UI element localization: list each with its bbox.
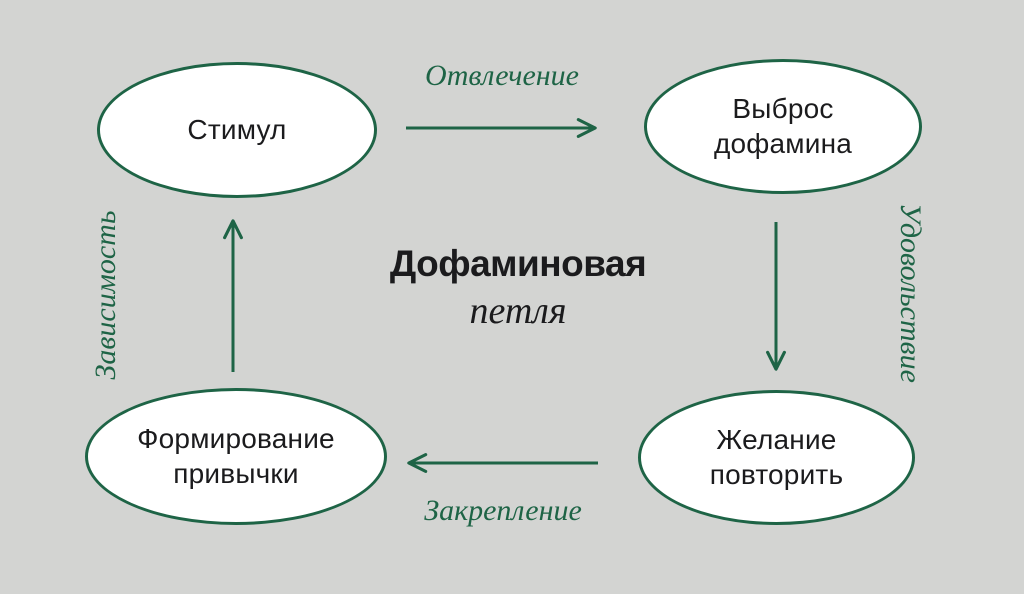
node-stimulus: Стимул <box>97 62 377 198</box>
node-dopamine-release-label: Выброс дофамина <box>713 93 853 159</box>
edge-label-distraction: Отвлечение <box>425 59 579 92</box>
node-habit-formation: Формирование привычки <box>85 388 387 525</box>
node-dopamine-release: Выброс дофамина <box>644 59 922 194</box>
edge-label-pleasure: Удовольствие <box>894 203 927 383</box>
node-desire-to-repeat: Желание повторить <box>638 390 915 525</box>
node-desire-to-repeat-label: Желание повторить <box>709 424 844 490</box>
diagram-title-line1: Дофаминовая <box>389 243 647 284</box>
node-stimulus-label: Стимул <box>187 113 287 145</box>
diagram-title: Дофаминовая петля <box>358 243 678 333</box>
edge-label-dependence: Зависимость <box>89 210 122 380</box>
diagram-title-line2: петля <box>469 290 567 332</box>
edge-label-reinforcement: Закрепление <box>424 494 582 527</box>
node-habit-formation-label: Формирование привычки <box>137 423 335 489</box>
